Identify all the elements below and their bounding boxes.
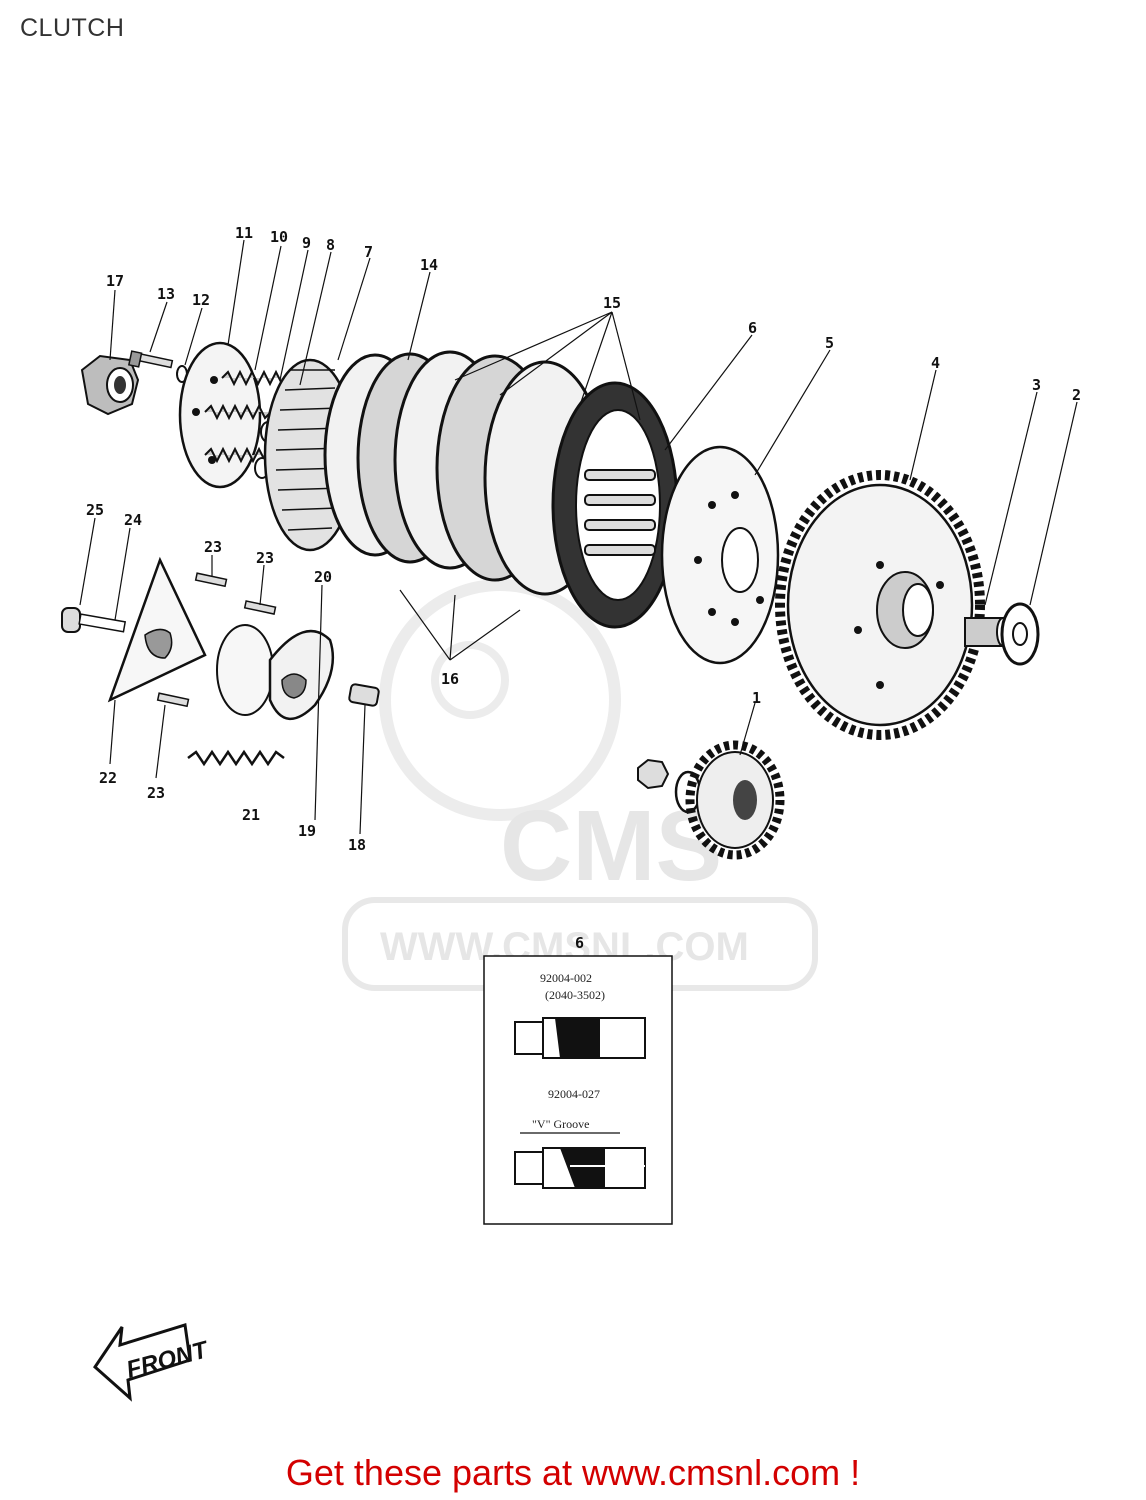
callout-16: 16 (441, 670, 459, 688)
callout-15: 15 (603, 294, 621, 312)
callout-17: 17 (106, 272, 124, 290)
part-14-16-plate-stack[interactable] (323, 350, 607, 596)
callout-8: 8 (326, 236, 335, 254)
callout-13: 13 (157, 285, 175, 303)
part-1-primary-gear[interactable] (637, 740, 785, 860)
part-17-cap-nut[interactable] (80, 354, 140, 416)
part-2-washer[interactable] (1000, 602, 1040, 666)
callout-6: 6 (748, 319, 757, 337)
callout-1: 1 (752, 689, 761, 707)
detail-groove-label: "V" Groove (532, 1117, 589, 1131)
page-title: CLUTCH (20, 14, 125, 42)
callout-14: 14 (420, 256, 438, 274)
get-parts-link[interactable]: Get these parts at www.cmsnl.com ! (285, 1452, 861, 1493)
detail-box-part-6: 6 92004-002 (2040-3502) 92004-027 "V" Gr… (483, 934, 673, 1225)
part-18-pin[interactable] (348, 683, 380, 707)
callout-7: 7 (364, 243, 373, 261)
part-25-bolt[interactable] (61, 607, 127, 633)
part-13-bolt[interactable] (127, 350, 174, 369)
front-arrow-icon: FRONT (93, 1323, 213, 1402)
part-6-friction-plate[interactable] (551, 381, 679, 629)
part-22-release-plate[interactable] (107, 556, 207, 703)
part-3-sleeve[interactable] (964, 617, 1010, 647)
callout-9: 9 (302, 234, 311, 252)
detail-part-a: 92004-002 (540, 971, 592, 985)
callout-numbers: 1 2 3 4 5 6 7 8 9 10 11 12 13 14 15 16 1… (86, 224, 1081, 854)
callout-21: 21 (242, 806, 260, 824)
detail-part-b: 92004-027 (548, 1087, 600, 1101)
callout-2: 2 (1072, 386, 1081, 404)
callout-20: 20 (314, 568, 332, 586)
callout-5: 5 (825, 334, 834, 352)
part-10-springs[interactable] (204, 369, 289, 464)
callout-3: 3 (1032, 376, 1041, 394)
part-23-screws[interactable] (156, 572, 277, 708)
callout-24: 24 (124, 511, 142, 529)
callout-22: 22 (99, 769, 117, 787)
detail-pin-a (514, 1017, 646, 1059)
part-11-pressure-plate[interactable] (178, 341, 262, 489)
detail-callout: 6 (575, 934, 584, 952)
part-20-release-lever[interactable] (216, 624, 335, 721)
callout-10: 10 (270, 228, 288, 246)
detail-part-a-alt: (2040-3502) (545, 988, 605, 1002)
detail-pin-b (514, 1147, 646, 1189)
callout-18: 18 (348, 836, 366, 854)
callout-19: 19 (298, 822, 316, 840)
part-21-spring[interactable] (187, 749, 285, 767)
callout-23a: 23 (204, 538, 222, 556)
callout-11: 11 (235, 224, 253, 242)
part-5-plate[interactable] (660, 445, 780, 665)
callout-23b: 23 (256, 549, 274, 567)
callout-4: 4 (931, 354, 940, 372)
callout-25: 25 (86, 501, 104, 519)
callout-23c: 23 (147, 784, 165, 802)
callout-12: 12 (192, 291, 210, 309)
part-4-clutch-housing-gear[interactable] (775, 470, 985, 740)
leader-lines (79, 239, 1078, 835)
